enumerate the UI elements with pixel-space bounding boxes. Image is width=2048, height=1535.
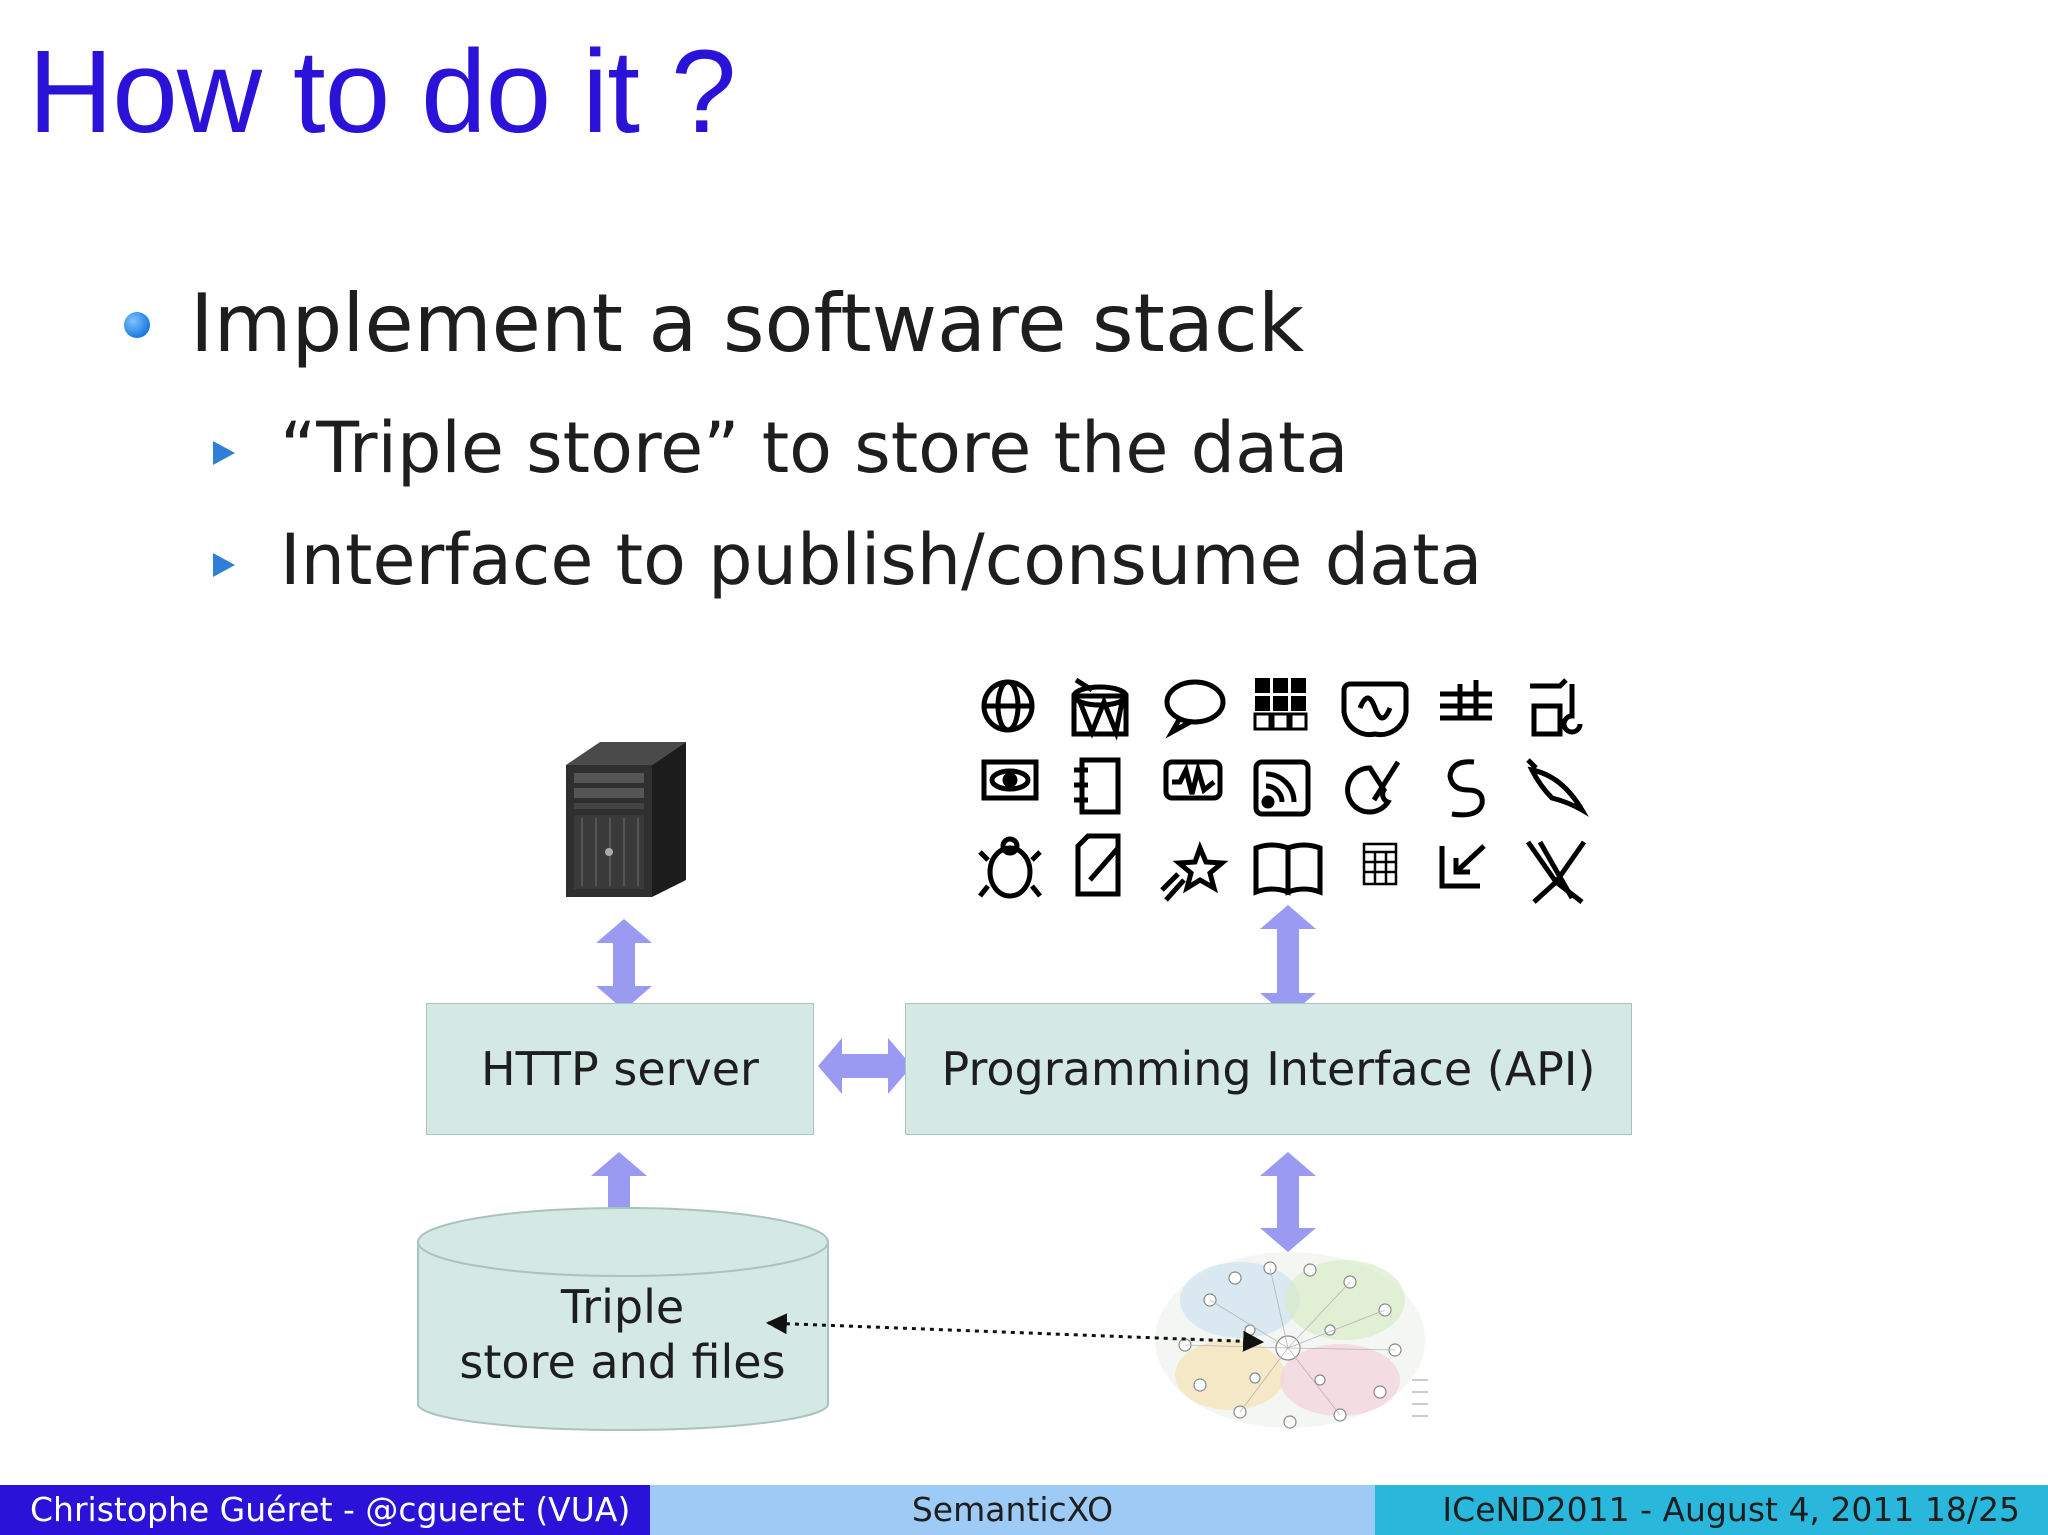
calculator-icon — [1362, 842, 1398, 886]
rss-feed-icon — [1253, 759, 1311, 817]
turtle-icon — [978, 836, 1042, 899]
triple-store-label-line2: store and files — [459, 1335, 786, 1390]
footer-author: Christophe Guéret - @cgueret (VUA) — [0, 1485, 650, 1535]
drum-icon — [1071, 677, 1129, 741]
triple-store-label: Triple store and files — [420, 1280, 825, 1390]
eye-icon — [981, 759, 1039, 801]
waveform-badge-icon — [1341, 681, 1409, 737]
shooting-star-icon — [1160, 841, 1229, 902]
bullet-main: Implement a software stack — [190, 277, 1305, 370]
grid-blocks-icon — [1253, 678, 1308, 731]
dotted-link-arrow — [765, 1313, 1265, 1352]
triangle-bullet-icon — [213, 553, 235, 577]
music-score-icon — [1440, 680, 1492, 721]
connector-arrows — [591, 905, 1316, 1252]
instruments-icon — [1530, 678, 1583, 737]
arrow-http-api — [818, 1038, 912, 1094]
triangle-bullet-icon — [213, 441, 235, 465]
server-tower-icon — [566, 742, 686, 897]
subbullet-interface: Interface to publish/consume data — [280, 519, 1483, 601]
snake-icon — [1447, 759, 1485, 818]
x-window-icon — [1525, 840, 1587, 904]
arrow-api-ontology — [1260, 1152, 1316, 1252]
footer-bar: Christophe Guéret - @cgueret (VUA) Seman… — [0, 1485, 2048, 1535]
ontology-graph-icon — [1155, 1252, 1428, 1429]
arrow-server-http — [596, 919, 652, 1010]
footer-event: ICeND2011 - August 4, 2011 18/25 — [1375, 1485, 2048, 1535]
footer-project: SemanticXO — [650, 1485, 1375, 1535]
http-server-box: HTTP server — [426, 1003, 814, 1135]
arrow-http-store — [591, 1152, 647, 1252]
download-arrow-icon — [1439, 844, 1486, 889]
stack-diagram — [417, 677, 1589, 1431]
triple-store-cylinder — [417, 1207, 829, 1431]
slide-title: How to do it ? — [28, 26, 736, 158]
triple-store-label-line1: Triple — [560, 1280, 685, 1334]
globe-icon — [981, 679, 1035, 733]
api-box: Programming Interface (API) — [905, 1003, 1632, 1135]
http-server-label: HTTP server — [481, 1042, 759, 1096]
bullet-dot-icon — [124, 312, 150, 338]
api-label: Programming Interface (API) — [941, 1042, 1596, 1096]
subbullet-triple-store: “Triple store” to store the data — [280, 407, 1349, 489]
arrow-apps-api — [1260, 905, 1316, 1017]
audio-wave-icon — [1163, 759, 1223, 801]
application-icons-grid — [978, 677, 1589, 904]
dolphin-icon — [1526, 758, 1589, 817]
paint-palette-icon — [1345, 760, 1401, 815]
speech-bubble-icon — [1164, 679, 1226, 739]
notebook-icon — [1074, 757, 1121, 815]
edit-document-icon — [1075, 833, 1121, 897]
open-book-icon — [1253, 842, 1323, 896]
